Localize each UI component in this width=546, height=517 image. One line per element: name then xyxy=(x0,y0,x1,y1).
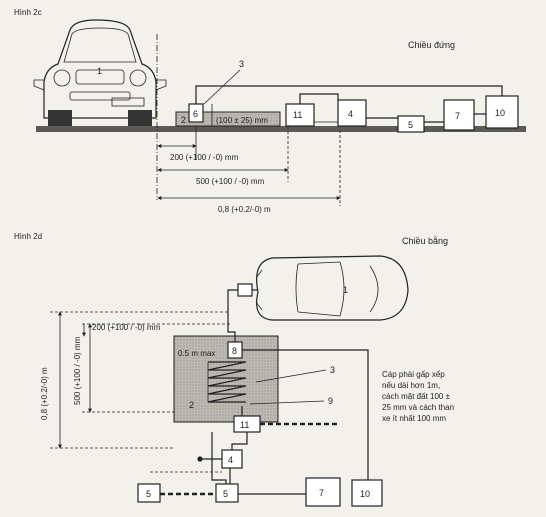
fig2c-title: Hình 2c xyxy=(14,8,42,17)
antenna-coil-icon xyxy=(207,361,247,403)
note-line-1: Cáp phải gấp xếp xyxy=(382,370,445,379)
fig2d-box-10 xyxy=(351,479,383,507)
fig2d-dim-200: 200 (+100 / -0) mm xyxy=(92,323,161,332)
fig2d-cable-to-10 xyxy=(242,349,369,480)
fig2d-cable-car-down xyxy=(227,289,238,322)
fig2c-label-2: 2 xyxy=(181,115,186,125)
fig2d-dim-05: 0.5 m max xyxy=(178,349,215,358)
fig2d-label-8: 8 xyxy=(232,346,237,356)
fig2c-box-4 xyxy=(337,99,367,127)
fig2d-title: Hình 2d xyxy=(14,232,42,241)
fig2d-cable-11-4 xyxy=(231,432,248,450)
fig2d-cable-8-up xyxy=(227,322,236,342)
fig2c-label-11: 11 xyxy=(293,110,302,120)
fig2c-box-7 xyxy=(443,99,475,131)
fig2d-cable-left-drop xyxy=(211,432,227,484)
fig2d-label-9: 9 xyxy=(328,396,333,406)
fig2c-box-10 xyxy=(485,95,519,129)
fig2d-dim-500: 500 (+100 / -0) mm xyxy=(73,336,82,405)
fig2c-dim-08: 0,8 (+0.2/-0) m xyxy=(218,205,271,214)
fig2c-label-3: 3 xyxy=(239,59,244,69)
fig2c-view-label: Chiều đứng xyxy=(408,40,455,50)
fig2d-label-2: 2 xyxy=(189,400,194,410)
fig2c-cable-11-4 xyxy=(299,93,339,104)
fig2c-label-10: 10 xyxy=(495,108,505,118)
note-line-5: xe ít nhất 100 mm xyxy=(382,414,446,423)
fig2d-ground-node xyxy=(197,456,203,462)
note-line-2: nếu dài hơn 1m, xyxy=(382,381,440,390)
fig2c-box-5 xyxy=(397,115,425,133)
fig2c-label-5: 5 xyxy=(408,120,413,130)
fig2c-dim-200: 200 (+100 / -0) mm xyxy=(170,153,239,162)
fig2d-box-5-right xyxy=(215,483,239,503)
label3-leader-plan xyxy=(255,369,327,383)
note-line-4: 25 mm và cách than xyxy=(382,403,454,412)
fig2c-label-6: 6 xyxy=(193,109,198,119)
fig2d-label-7: 7 xyxy=(319,488,324,498)
fig2c-label-1: 1 xyxy=(97,66,102,76)
fig2d-note: Cáp phải gấp xếp nếu dài hơn 1m, cách mặ… xyxy=(382,370,456,423)
fig2c-dim-500: 500 (+100 / -0) mm xyxy=(196,177,265,186)
fig2c-height-dim: (100 ± 25) mm xyxy=(216,116,268,125)
fig2d-dim-08: 0,8 (+0.2/-0) m xyxy=(40,367,49,420)
fig2c-label-7: 7 xyxy=(455,111,460,121)
fig2d-label-11: 11 xyxy=(240,420,249,430)
label9-leader xyxy=(249,400,325,405)
fig2c-label-4: 4 xyxy=(348,109,353,119)
fig2d-label-3: 3 xyxy=(330,365,335,375)
car-top-icon xyxy=(255,255,409,321)
note-line-3: cách mặt đất 100 ± xyxy=(382,392,451,401)
label3-leader xyxy=(203,69,241,105)
fig2c-cable-top xyxy=(195,85,503,104)
fig2d-view-label: Chiều bằng xyxy=(402,236,448,246)
car-front-icon xyxy=(33,19,167,126)
fig2d-box-7 xyxy=(305,477,341,507)
fig2d-label-4: 4 xyxy=(228,455,233,465)
fig2d-car-connector xyxy=(237,283,253,297)
figure-2d: Hình 2d Chiều bằng 1 0,8 (+0.2/-0) m 500… xyxy=(14,232,456,507)
fig2d-label-10: 10 xyxy=(360,489,370,499)
ground-strip xyxy=(36,126,526,132)
fig2d-label-5a: 5 xyxy=(146,489,151,499)
fig2d-label-1: 1 xyxy=(343,285,348,295)
fig2d-label-5b: 5 xyxy=(223,489,228,499)
figure-2c: Hình 2c Chiều đứng 1 2 (100 ± 25) mm 6 xyxy=(14,8,526,214)
